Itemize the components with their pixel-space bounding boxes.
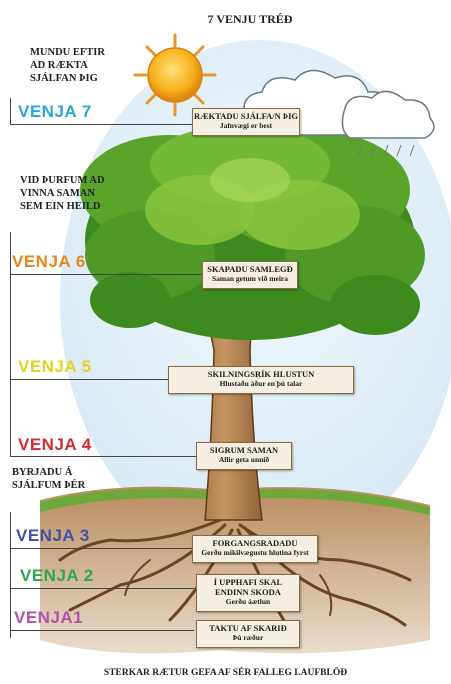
- footer-caption: STERKAR RÆTUR GEFA AF SÉR FALLEG LAUFBLÖ…: [103, 668, 348, 678]
- note-lower: BYRJADU Á SJÁLFUM ÞÉR: [12, 467, 86, 491]
- habit-5-label: VENJA 5: [18, 357, 92, 376]
- page-title: 7 VENJU TRÉÐ: [207, 12, 293, 26]
- leader-line-4: [10, 456, 196, 457]
- leader-line-7: [10, 124, 194, 125]
- habit-3-label: VENJA 3: [16, 526, 90, 545]
- sun-icon: [133, 33, 217, 117]
- habit-7-label: VENJA 7: [18, 102, 92, 121]
- leader-line-3: [10, 548, 192, 549]
- bracket-line-middle: [10, 232, 11, 456]
- grass: [40, 488, 430, 515]
- leader-line-5: [10, 379, 168, 380]
- plank-habit-6: SKAPADU SAMLEGÐ Saman getum við meira: [202, 261, 298, 289]
- plank-habit-7: RÆKTADU SJÁLFA/N ÞIG Jafnvægi er best: [192, 108, 300, 136]
- habit-1-label: VENJA1: [14, 608, 84, 627]
- leader-line-2: [10, 588, 194, 589]
- plank-habit-5: SKILNINGSRÍK HLUSTUN Hlustaðu áður en þú…: [168, 366, 354, 394]
- plank-habit-4: SIGRUM SAMAN Allir geta unnið: [196, 442, 292, 470]
- note-middle: VID ÞURFUM AD VINNA SAMAN SEM EIN HEILD: [20, 175, 105, 212]
- habit-6-label: VENJA 6: [12, 252, 86, 271]
- rain: [357, 144, 415, 157]
- leader-line-1: [10, 630, 194, 631]
- foliage: [80, 125, 425, 340]
- plank-habit-2: Í UPPHAFI SKAL ENDINN SKODA Gerðu áætlun: [196, 574, 300, 612]
- soil: [40, 486, 430, 654]
- plank-habit-3: FORGANGSRADADU Gerðu mikilvægustu hlutin…: [192, 535, 318, 563]
- bracket-line-top: [10, 98, 11, 124]
- plank-habit-1: TAKTU AF SKARIÐ Þú ræður: [196, 620, 300, 648]
- leader-line-6: [10, 274, 202, 275]
- bracket-line-lower: [10, 512, 11, 638]
- habit-4-label: VENJA 4: [18, 435, 92, 454]
- note-top: MUNDU EFTIR AD RÆKTA SJÁLFAN ÞIG: [30, 47, 105, 84]
- habit-2-label: VENJA 2: [20, 566, 94, 585]
